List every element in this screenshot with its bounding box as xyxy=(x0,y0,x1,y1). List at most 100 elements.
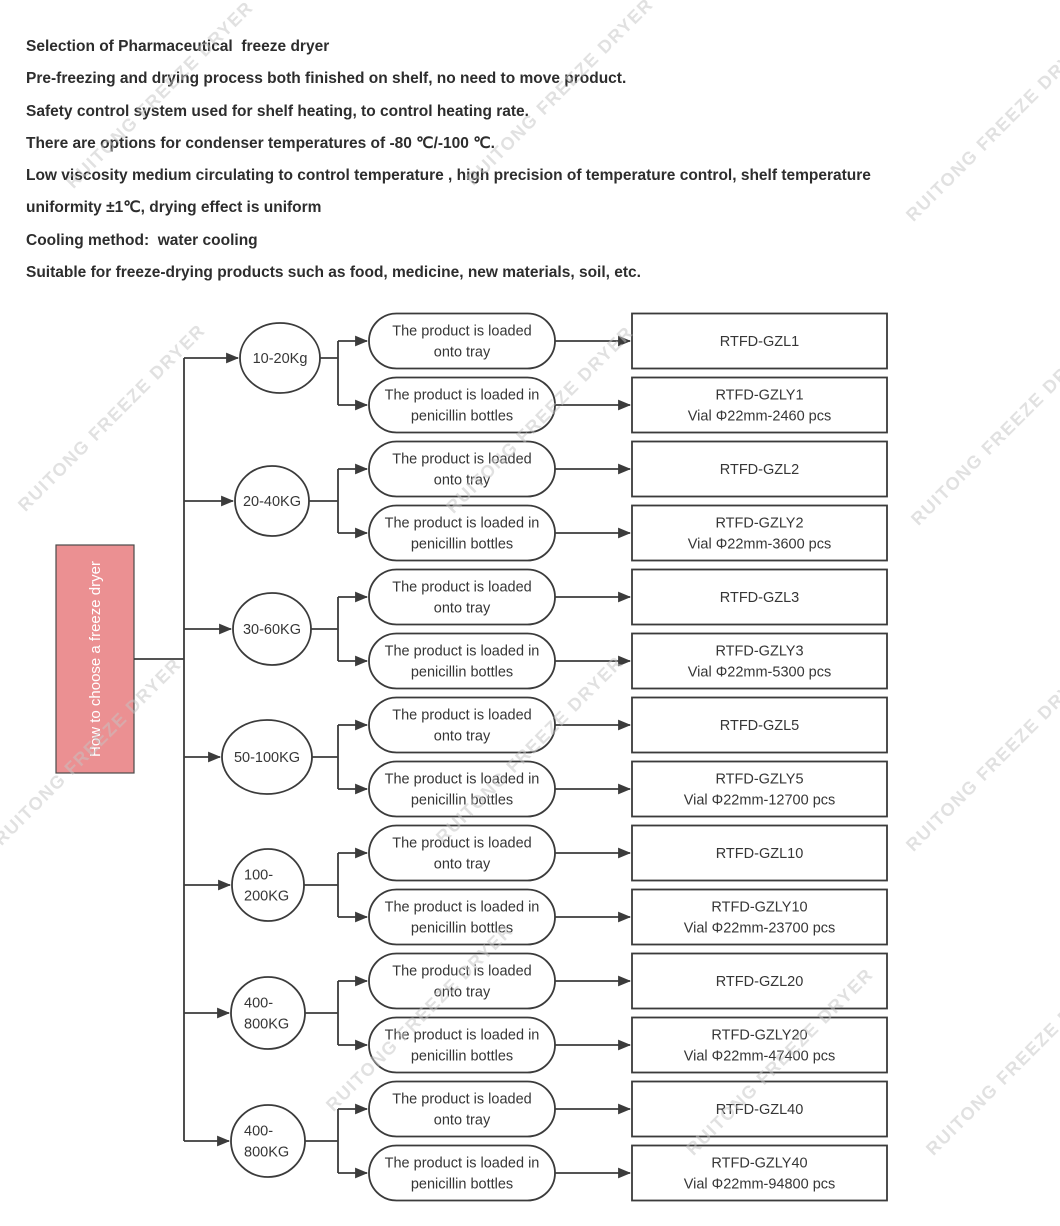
method-label-line: The product is loaded in xyxy=(385,516,540,532)
model-box xyxy=(631,376,888,434)
model-label: RTFD-GZL2 xyxy=(720,462,800,478)
model-label: RTFD-GZL20 xyxy=(716,974,804,990)
method-box xyxy=(368,952,556,1010)
method-label-line: penicillin bottles xyxy=(411,537,513,553)
method-box xyxy=(368,824,556,882)
model-box xyxy=(631,440,888,498)
method-label-line: penicillin bottles xyxy=(411,665,513,681)
model-box xyxy=(631,312,888,370)
method-label-line: The product is loaded in xyxy=(385,644,540,660)
intro-line: Safety control system used for shelf hea… xyxy=(26,102,529,120)
method-label: The product is loaded in penicillin bottl… xyxy=(385,644,540,681)
method-label-line: The product is loaded xyxy=(392,580,531,596)
method-label-line: The product is loaded xyxy=(392,452,531,468)
method-label: The product is loaded onto tray xyxy=(392,836,531,873)
model-box xyxy=(631,952,888,1010)
model-label: RTFD-GZL5 xyxy=(720,718,800,734)
method-box xyxy=(368,888,556,946)
capacity-circle xyxy=(230,1104,306,1178)
capacity-label-line: 800KG xyxy=(244,1017,289,1033)
method-label-line: penicillin bottles xyxy=(411,409,513,425)
method-label-line: onto tray xyxy=(434,1113,491,1129)
capacity-circle xyxy=(234,465,310,537)
capacity-label-line: 400- xyxy=(244,1124,273,1140)
method-label-line: onto tray xyxy=(434,857,491,873)
model-label-line: Vial Φ22mm-12700 pcs xyxy=(684,793,836,809)
model-label-line: RTFD-GZL40 xyxy=(716,1102,804,1118)
method-label-line: penicillin bottles xyxy=(411,921,513,937)
capacity-label-line: 800KG xyxy=(244,1145,289,1161)
model-box xyxy=(631,504,888,562)
model-label-line: RTFD-GZLY40 xyxy=(711,1156,807,1172)
capacity-label: 20-40KG xyxy=(243,494,301,510)
model-label-line: RTFD-GZLY20 xyxy=(711,1028,807,1044)
capacity-circle xyxy=(230,976,306,1050)
method-label-line: The product is loaded in xyxy=(385,388,540,404)
capacity-label-line: 10-20Kg xyxy=(253,351,308,367)
method-label: The product is loaded in penicillin bottl… xyxy=(385,388,540,425)
intro-line: There are options for condenser temperat… xyxy=(26,134,495,152)
method-box xyxy=(368,568,556,626)
method-label: The product is loaded in penicillin bottl… xyxy=(385,900,540,937)
intro-text: Selection of Pharmaceutical freeze dryer… xyxy=(26,31,871,289)
method-box xyxy=(368,1144,556,1202)
capacity-circle xyxy=(231,848,305,922)
model-label-line: RTFD-GZL20 xyxy=(716,974,804,990)
model-label-line: RTFD-GZL5 xyxy=(720,718,800,734)
capacity-label-line: 200KG xyxy=(244,889,289,905)
capacity-circle xyxy=(232,592,312,666)
model-label-line: RTFD-GZL2 xyxy=(720,462,800,478)
intro-line: uniformity ±1℃, drying effect is uniform xyxy=(26,199,322,217)
method-label: The product is loaded onto tray xyxy=(392,580,531,617)
method-label-line: penicillin bottles xyxy=(411,1177,513,1193)
model-label-line: RTFD-GZL3 xyxy=(720,590,800,606)
method-label-line: onto tray xyxy=(434,345,491,361)
model-label-line: Vial Φ22mm-23700 pcs xyxy=(684,921,836,937)
method-label: The product is loaded onto tray xyxy=(392,708,531,745)
method-label-line: The product is loaded xyxy=(392,324,531,340)
method-label-line: The product is loaded xyxy=(392,1092,531,1108)
intro-line: Suitable for freeze-drying products such… xyxy=(26,263,641,281)
method-box xyxy=(368,376,556,434)
model-box xyxy=(631,1080,888,1138)
model-box xyxy=(631,1144,888,1202)
model-box xyxy=(631,568,888,626)
method-box xyxy=(368,632,556,690)
method-label-line: The product is loaded in xyxy=(385,772,540,788)
model-box xyxy=(631,1016,888,1074)
model-label-line: Vial Φ22mm-5300 pcs xyxy=(688,665,831,681)
capacity-label: 10-20Kg xyxy=(253,351,308,367)
capacity-label: 30-60KG xyxy=(243,622,301,638)
method-label-line: The product is loaded xyxy=(392,836,531,852)
model-label: RTFD-GZL10 xyxy=(716,846,804,862)
method-label-line: The product is loaded xyxy=(392,708,531,724)
method-label-line: penicillin bottles xyxy=(411,1049,513,1065)
method-box xyxy=(368,440,556,498)
method-box xyxy=(368,1016,556,1074)
intro-line: Low viscosity medium circulating to cont… xyxy=(26,167,871,184)
capacity-label-line: 20-40KG xyxy=(243,494,301,510)
model-label-line: RTFD-GZLY3 xyxy=(715,644,803,660)
capacity-label: 50-100KG xyxy=(234,750,300,766)
method-label-line: The product is loaded in xyxy=(385,900,540,916)
method-box xyxy=(368,1080,556,1138)
model-box xyxy=(631,632,888,690)
method-label: The product is loaded onto tray xyxy=(392,1092,531,1129)
root-label: How to choose a freeze dryer xyxy=(87,561,104,757)
model-label-line: RTFD-GZLY10 xyxy=(711,900,807,916)
method-box xyxy=(368,696,556,754)
method-label-line: onto tray xyxy=(434,601,491,617)
model-label-line: RTFD-GZL10 xyxy=(716,846,804,862)
model-box xyxy=(631,824,888,882)
model-label: RTFD-GZL3 xyxy=(720,590,800,606)
method-box xyxy=(368,504,556,562)
method-label-line: onto tray xyxy=(434,729,491,745)
method-box xyxy=(368,760,556,818)
